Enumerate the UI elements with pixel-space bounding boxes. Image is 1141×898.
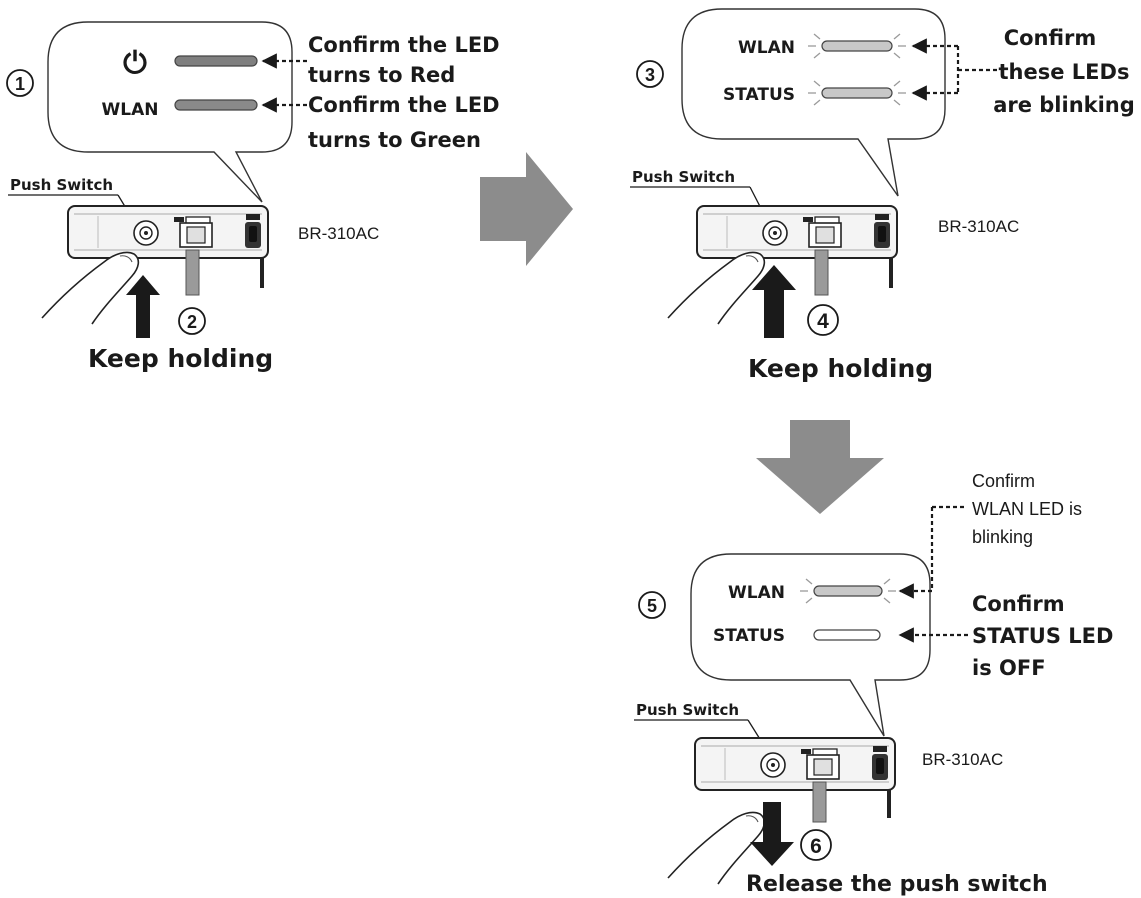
step5-note-status-line3: is OFF [972, 656, 1046, 680]
step5-release-text: Release the push switch [746, 872, 1048, 897]
step1-number: 1 [15, 74, 25, 94]
step5-wlan-led [813, 585, 883, 597]
step5-callout-bubble [690, 553, 931, 737]
step5-note-status-line2: STATUS LED [972, 624, 1113, 648]
step1-model: BR-310AC [298, 224, 379, 243]
step3-model: BR-310AC [938, 217, 1019, 236]
step3-note-line1: Confirm [1004, 26, 1097, 50]
step1-push-switch-label: Push Switch [10, 176, 113, 194]
step5-note-wlan-line3: blinking [972, 527, 1033, 547]
step3-note-line3: are blinking [993, 93, 1135, 117]
step5-note-wlan-line2: WLAN LED is [972, 499, 1082, 519]
step5-note-status-line1: Confirm [972, 592, 1065, 616]
flow-arrow-right [480, 152, 573, 266]
step5-status-led [813, 629, 881, 641]
note-red-line2: turns to Red [308, 63, 455, 87]
step1-router [67, 205, 269, 259]
step5-router [694, 737, 896, 791]
step5-wlan-label: WLAN [728, 583, 785, 603]
step2-number: 2 [187, 312, 197, 332]
step5-number: 5 [647, 596, 657, 616]
step1-finger-icon [41, 251, 140, 325]
power-led [174, 55, 258, 67]
note-green-line1: Confirm the LED [308, 93, 500, 117]
power-icon: ⏻ [123, 46, 147, 81]
note-green-line2: turns to Green [308, 128, 481, 152]
step1-panel: 1 ⏻ WLAN Confirm the LED turns to Red Co… [6, 21, 500, 373]
step3-router [696, 205, 898, 259]
step5-status-label: STATUS [713, 626, 785, 646]
flow-arrow-down [756, 420, 884, 514]
step5-note-wlan-line1: Confirm [972, 471, 1035, 491]
step3-push-switch-label: Push Switch [632, 168, 735, 186]
step3-note-line2: these LEDs [999, 60, 1130, 84]
step5-push-switch-label: Push Switch [636, 701, 739, 719]
note-red-line1: Confirm the LED [308, 33, 500, 57]
step3-callout-bubble [681, 8, 946, 197]
step4-number: 4 [817, 310, 829, 333]
step5-model: BR-310AC [922, 750, 1003, 769]
step3-status-led [821, 87, 893, 99]
step3-wlan-led [821, 40, 893, 52]
step1-number-circle [6, 69, 34, 97]
step5-panel: 5 WLAN STATUS Confirm WLAN LED is blinki… [634, 471, 1113, 897]
step3-push-up-arrow [752, 265, 796, 338]
step3-number: 3 [645, 65, 655, 85]
step1-wlan-label: WLAN [102, 100, 159, 120]
step3-finger-icon [667, 251, 766, 325]
step1-lan-cable [185, 249, 200, 296]
step3-keep-holding: Keep holding [748, 354, 933, 383]
step1-wlan-led [174, 99, 258, 111]
step1-callout-bubble [47, 21, 293, 203]
step3-panel: 3 WLAN STATUS Confirm these LEDs are bli… [630, 8, 1135, 383]
step3-status-label: STATUS [723, 85, 795, 105]
step3-wlan-label: WLAN [738, 38, 795, 58]
step6-number: 6 [810, 835, 822, 858]
step5-release-down-arrow [750, 802, 794, 866]
step1-keep-holding: Keep holding [88, 344, 273, 373]
step1-push-up-arrow [126, 275, 160, 338]
